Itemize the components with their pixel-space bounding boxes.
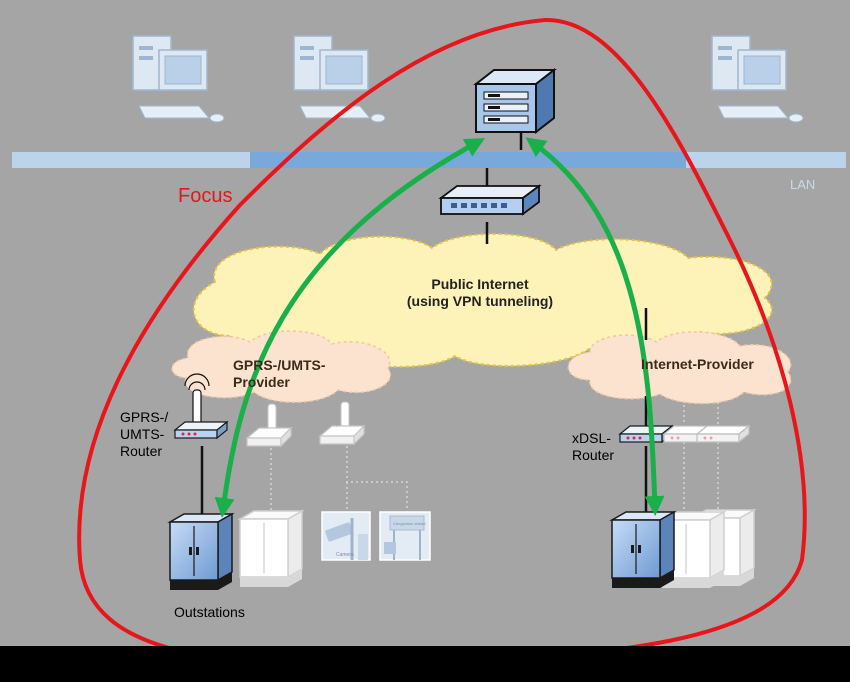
vpn-arrow-right xyxy=(525,137,665,516)
public-internet-label-line2: (using VPN tunneling) xyxy=(406,293,554,309)
outstations-label: Outstations xyxy=(174,604,245,620)
camera-screen-text: Camera xyxy=(336,552,354,558)
control-cabinet-icon-faded xyxy=(239,510,303,588)
xdsl-router-label-line2: Router xyxy=(572,447,615,463)
network-switch-icon xyxy=(438,184,542,216)
camera-icon: Camera xyxy=(321,511,371,561)
lan-bar-highlight xyxy=(250,152,686,168)
public-internet-label-line1: Public Internet xyxy=(431,276,529,292)
control-cabinet-icon xyxy=(169,513,233,591)
gprs-provider-label-line1: GPRS-/UMTS- xyxy=(233,357,326,373)
gprs-provider-label: GPRS-/UMTS- Provider xyxy=(233,357,326,391)
internet-provider-label: Internet-Provider xyxy=(641,356,754,372)
lan-label: LAN xyxy=(790,177,816,192)
message-sign-icon: Congestion ahead xyxy=(379,511,431,561)
gprs-router-label-line2: UMTS- xyxy=(120,426,165,442)
control-cabinet-icon xyxy=(611,511,675,589)
wireless-router-icon xyxy=(174,373,228,439)
gprs-router-label-line1: GPRS-/ xyxy=(120,409,169,425)
gprs-router-label: GPRS-/ UMTS- Router xyxy=(120,409,168,460)
public-internet-label: Public Internet (using VPN tunneling) xyxy=(380,276,580,310)
xdsl-router-label: xDSL- Router xyxy=(572,430,614,464)
gprs-provider-label-line2: Provider xyxy=(233,374,290,390)
focus-label: Focus xyxy=(178,185,233,207)
server-icon xyxy=(473,67,557,135)
xdsl-router-label-line1: xDSL- xyxy=(572,430,611,446)
bottom-strip xyxy=(0,646,850,677)
vpn-arrow-left xyxy=(214,138,486,518)
alarm-screen-text: Congestion ahead xyxy=(393,521,425,526)
dsl-router-icon-faded xyxy=(696,425,750,443)
gprs-router-label-line3: Router xyxy=(120,443,163,459)
